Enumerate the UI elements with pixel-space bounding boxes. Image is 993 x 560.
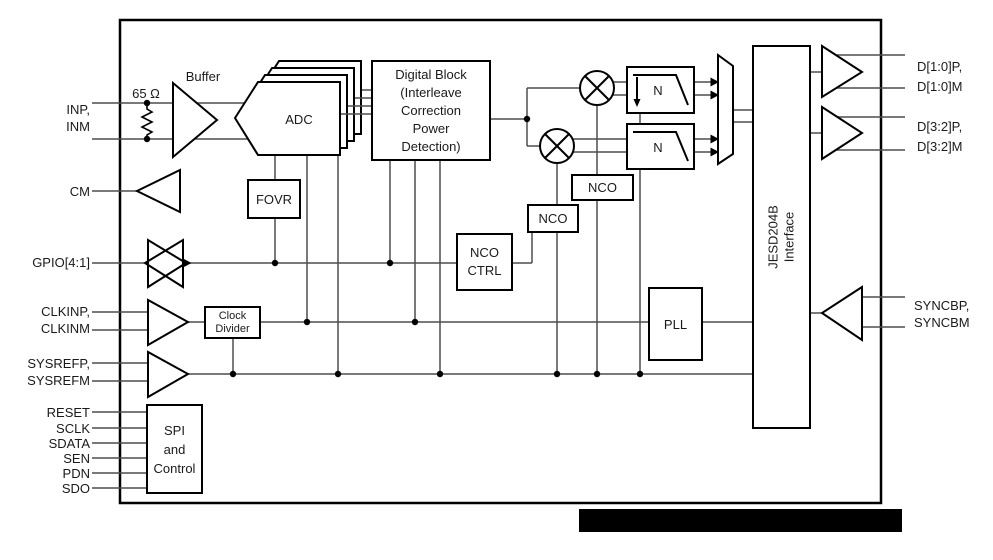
buffer-label: Buffer [185, 68, 221, 84]
resistor-icon [140, 103, 154, 139]
syncb-buffer-triangle [820, 285, 863, 342]
pin-label-sen: SEN [63, 451, 90, 466]
adc-label: ADC [285, 111, 313, 127]
sysref-buffer-triangle [147, 350, 191, 399]
digital-block-label: Digital Block (Interleave Correction Pow… [395, 66, 467, 154]
d10-driver-triangle [821, 44, 864, 99]
jesd-block [752, 45, 811, 429]
mux-input-arrowheads [710, 77, 719, 157]
decimation-a-down-arrowhead [633, 99, 641, 107]
pin-label-reset: RESET [46, 405, 90, 420]
pin-label-sdata: SDATA [48, 436, 90, 451]
fovr-block [247, 179, 301, 219]
pin-label-sysref: SYSREFP, SYSREFM [27, 356, 90, 388]
pin-label-sdo: SDO [61, 481, 90, 496]
decimation-a-filter-icon [633, 74, 689, 106]
cm-buffer-triangle [134, 168, 181, 214]
spi-label: SPI and Control [153, 422, 196, 476]
redaction-bar [579, 509, 902, 532]
nco-b-block [571, 174, 634, 201]
jesd-label: JESD204B Interface [765, 205, 797, 269]
pin-label-pdn: PDN [62, 466, 90, 481]
clock-divider-block [204, 306, 261, 339]
pll-label: PLL [663, 316, 688, 332]
adc-block [233, 81, 341, 156]
pin-label-clkin: CLKINP, CLKINM [40, 304, 90, 336]
nco-ctrl-block [456, 233, 513, 291]
spi-block [146, 404, 203, 494]
nco-a-block [527, 204, 579, 233]
buffer-amp-triangle [172, 80, 219, 160]
d32-driver-triangle [821, 105, 864, 161]
decimation-a-label: N [653, 82, 663, 98]
pin-label-cm: CM [69, 184, 90, 199]
fovr-label: FOVR [255, 191, 293, 207]
pin-label-sclk: SCLK [56, 421, 90, 436]
nco-ctrl-label: NCO CTRL [467, 245, 502, 278]
clkin-buffer-triangle [147, 298, 191, 347]
mux-icon [717, 53, 734, 166]
decimation-b-filter-icon [633, 131, 689, 162]
gpio-buffer-right-triangle [147, 238, 188, 289]
pin-label-d10: D[1:0]P, D[1:0]M [917, 59, 963, 94]
nco-b-label: NCO [588, 180, 617, 195]
termination-label: 65 Ω [132, 85, 160, 101]
digital-block [371, 60, 491, 161]
mixer1-icon [579, 70, 615, 106]
junction-dots [143, 99, 644, 378]
gpio-arrowhead-icon [183, 258, 192, 268]
shapes [134, 44, 864, 494]
pin-label-gpio: GPIO[4:1] [32, 255, 90, 270]
pll-block [648, 287, 703, 361]
nco-a-label: NCO [538, 211, 568, 226]
clock-divider-label: Clock Divider [215, 309, 250, 335]
pin-label-d32: D[3:2]P, D[3:2]M [917, 119, 963, 154]
mixer2-icon [539, 128, 575, 164]
pin-label-syncb: SYNCBP, SYNCBM [914, 298, 970, 330]
decimation-b-label: N [653, 139, 663, 155]
pin-label-inp-inm: INP, INM [66, 102, 90, 134]
